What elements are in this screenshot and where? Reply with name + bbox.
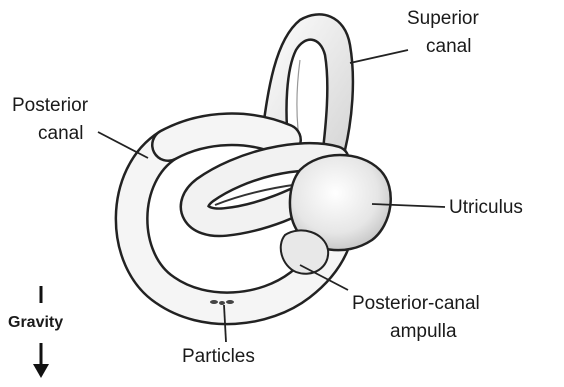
particles-label: Particles — [182, 346, 255, 367]
posterior-leader — [98, 132, 148, 158]
superior-canal-label-2: canal — [426, 36, 471, 57]
utriculus-label: Utriculus — [449, 197, 523, 218]
posterior-canal-label-2: canal — [38, 123, 83, 144]
ampulla-label-2: ampulla — [390, 321, 457, 342]
ampulla-label: Posterior-canal — [352, 293, 480, 314]
ampulla-line1: Posterior-canal — [352, 293, 480, 314]
posterior-canal-line1: Posterior — [12, 95, 88, 116]
utriculus-text: Utriculus — [449, 197, 523, 218]
superior-canal-line2: canal — [426, 36, 471, 57]
superior-canal-line1: Superior — [407, 8, 479, 29]
down-arrow-icon — [33, 286, 49, 378]
superior-canal-label: Superior — [407, 8, 479, 29]
superior-leader — [350, 50, 408, 63]
particles-text: Particles — [182, 346, 255, 367]
ampulla-line2: ampulla — [390, 321, 457, 342]
posterior-canal-label: Posterior — [12, 95, 88, 116]
posterior-canal-line2: canal — [38, 123, 83, 144]
gravity-label: Gravity — [8, 314, 63, 332]
